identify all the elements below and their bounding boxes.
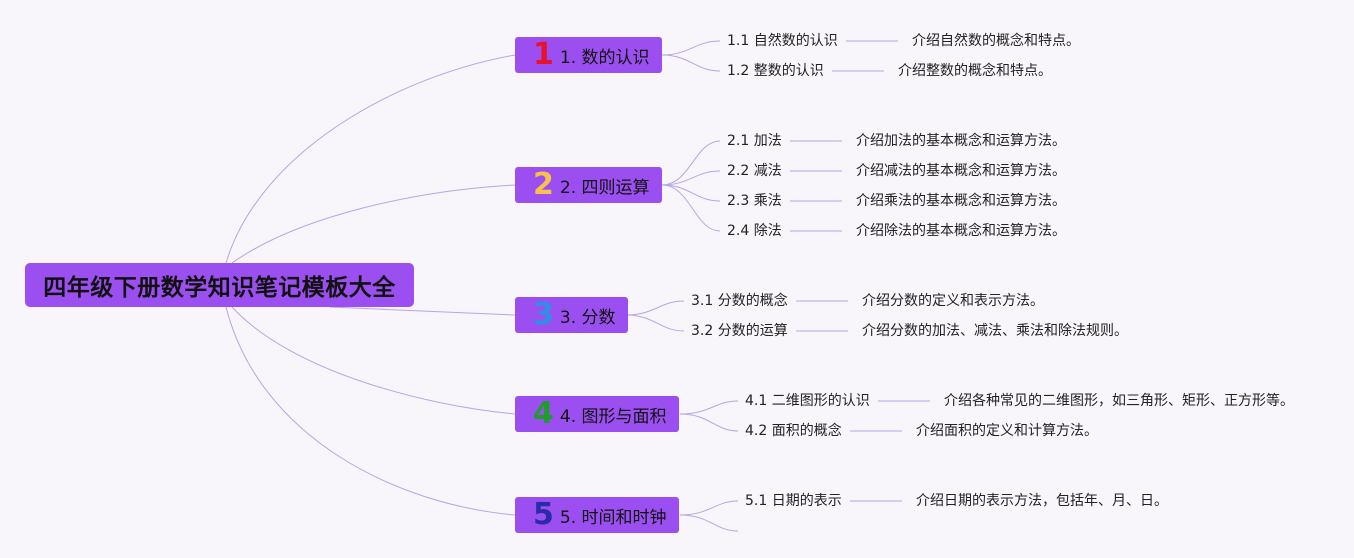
leaf-topic[interactable]: 4.1 二维图形的认识 [745,393,870,409]
number-5-icon: 5 [533,497,554,532]
branch-node-4[interactable]: 4 4. 图形与面积 [515,396,679,432]
number-3-icon: 3 [533,297,554,332]
branch-label: 3. 分数 [559,307,616,328]
number-1-icon: 1 [533,37,554,72]
leaf-desc[interactable]: 介绍整数的概念和特点。 [898,63,1052,79]
root-link-2 [231,184,516,264]
leaf-topic[interactable]: 3.2 分数的运算 [691,323,788,339]
leaf-desc[interactable]: 介绍除法的基本概念和运算方法。 [856,223,1066,239]
leaf-topic[interactable]: 2.3 乘法 [727,193,782,209]
leaf-topic[interactable]: 2.4 除法 [727,223,782,239]
leaf-desc[interactable]: 介绍分数的加法、减法、乘法和除法规则。 [862,323,1128,339]
leaf-desc[interactable]: 介绍自然数的概念和特点。 [912,33,1080,49]
branch-node-5[interactable]: 5 5. 时间和时钟 [515,497,679,533]
leaf-topic[interactable]: 2.2 减法 [727,163,782,179]
branch-label: 2. 四则运算 [559,177,650,198]
branch-node-3[interactable]: 3 3. 分数 [515,297,628,333]
leaf-desc[interactable]: 介绍分数的定义和表示方法。 [862,293,1044,309]
branch-label: 5. 时间和时钟 [559,507,667,528]
branch-label: 1. 数的认识 [559,47,650,68]
leaf-desc[interactable]: 介绍减法的基本概念和运算方法。 [856,163,1066,179]
leaf-topic[interactable]: 1.2 整数的认识 [727,63,824,79]
leaf-topic[interactable]: 5.1 日期的表示 [745,493,842,509]
leaf-desc[interactable]: 介绍日期的表示方法，包括年、月、日。 [916,493,1168,509]
number-4-icon: 4 [533,396,554,431]
leaf-desc[interactable]: 介绍各种常见的二维图形，如三角形、矩形、正方形等。 [944,393,1294,409]
leaf-desc[interactable]: 介绍乘法的基本概念和运算方法。 [856,193,1066,209]
root-link-1 [225,54,516,264]
number-2-icon: 2 [533,167,554,202]
root-link-4 [231,306,516,415]
root-title: 四年级下册数学知识笔记模板大全 [43,275,396,301]
leaf-topic[interactable]: 3.1 分数的概念 [691,293,788,309]
leaf-topic[interactable]: 2.1 加法 [727,133,782,149]
branch-label: 4. 图形与面积 [559,406,667,427]
leaf-topic[interactable]: 1.1 自然数的认识 [727,33,838,49]
branch-node-1[interactable]: 1 1. 数的认识 [515,37,662,73]
root-link-5 [225,306,516,516]
leaf-desc[interactable]: 介绍加法的基本概念和运算方法。 [856,133,1066,149]
branch-node-2[interactable]: 2 2. 四则运算 [515,167,662,203]
leaf-topic[interactable]: 4.2 面积的概念 [745,423,842,439]
root-link-3 [329,306,516,316]
root-node[interactable]: 四年级下册数学知识笔记模板大全 [25,263,414,307]
leaf-desc[interactable]: 介绍面积的定义和计算方法。 [916,423,1098,439]
